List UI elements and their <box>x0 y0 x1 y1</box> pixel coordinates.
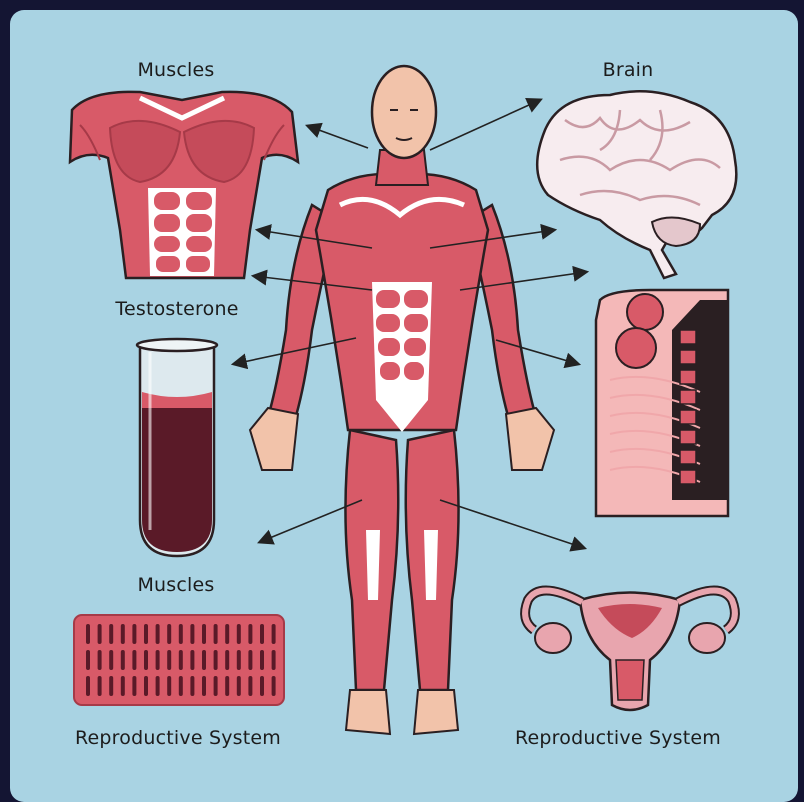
muscle-fiber-block-figure <box>74 615 284 705</box>
label-brain: Brain <box>603 59 654 81</box>
blood-test-tube-figure <box>137 339 217 556</box>
label-reproductive-system-left: Reproductive System <box>75 727 281 749</box>
label-reproductive-system-right: Reproductive System <box>515 727 721 749</box>
label-testosterone: Testosterone <box>115 298 238 320</box>
torso-muscles-figure <box>70 92 298 278</box>
muscle-cross-section-figure <box>596 290 728 516</box>
uterus-figure <box>525 590 735 710</box>
label-muscles-bottom: Muscles <box>137 574 214 596</box>
human-muscle-figure <box>250 66 554 734</box>
label-muscles-top: Muscles <box>137 59 214 81</box>
brain-figure <box>537 91 736 278</box>
